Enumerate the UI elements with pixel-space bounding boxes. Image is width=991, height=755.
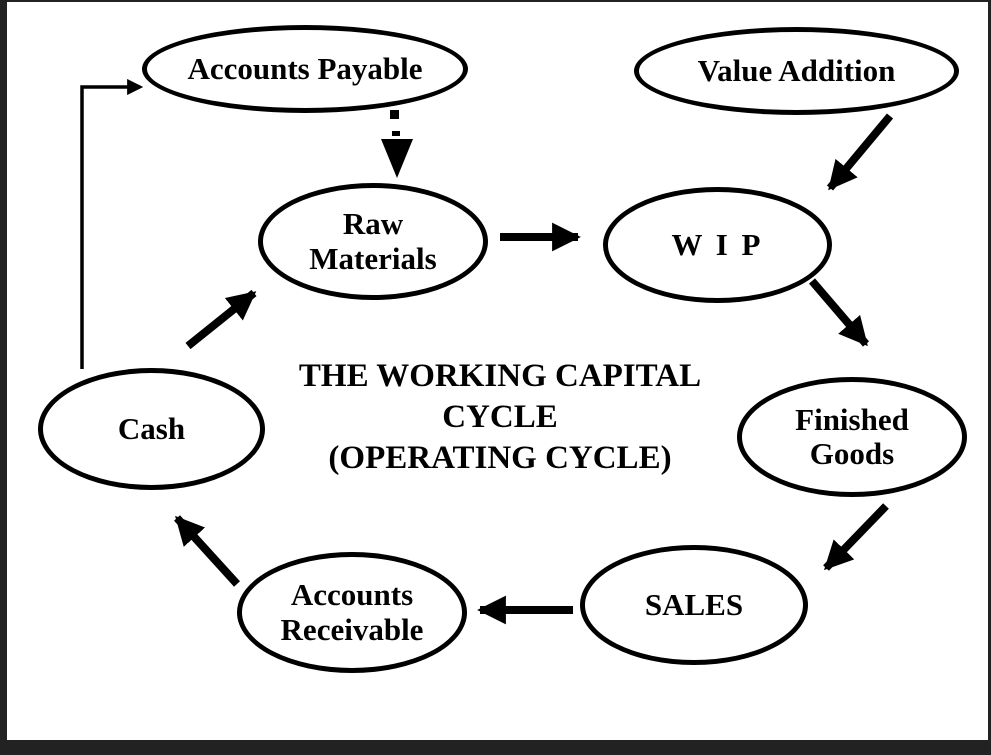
node-accounts-payable-label: Accounts Payable — [187, 50, 423, 86]
node-accounts-payable: Accounts Payable — [142, 25, 468, 113]
node-cash: Cash — [38, 368, 265, 490]
node-sales: SALES — [580, 545, 808, 665]
node-raw-materials-label: Raw Materials — [309, 206, 437, 276]
node-raw-materials: Raw Materials — [258, 183, 488, 300]
node-value-addition: Value Addition — [634, 27, 959, 115]
node-accounts-receivable-label: Accounts Receivable — [280, 577, 424, 647]
node-finished-goods-label: Finished Goods — [795, 401, 909, 471]
node-accounts-receivable: Accounts Receivable — [237, 552, 467, 673]
diagram-title: THE WORKING CAPITAL CYCLE (OPERATING CYC… — [272, 356, 728, 479]
node-wip: W I P — [603, 187, 832, 303]
diagram-title-line1: THE WORKING CAPITAL — [298, 358, 702, 394]
node-value-addition-label: Value Addition — [697, 52, 896, 88]
node-finished-goods: Finished Goods — [737, 377, 967, 497]
node-sales-label: SALES — [644, 586, 744, 622]
node-cash-label: Cash — [117, 410, 186, 446]
diagram-title-line3: (OPERATING CYCLE) — [328, 440, 672, 476]
node-wip-label: W I P — [671, 226, 764, 262]
diagram-title-line2: CYCLE — [442, 399, 558, 435]
